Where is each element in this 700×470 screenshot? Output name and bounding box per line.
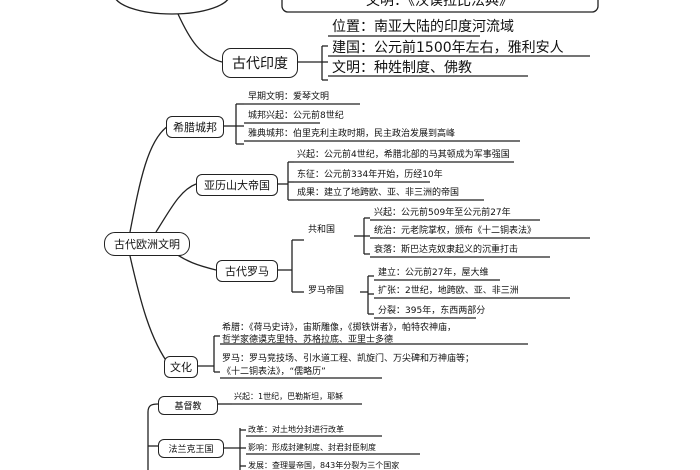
greece-item-athens: 雅典城邦：伯里克利主政时期，民主政治发展到高峰 xyxy=(248,130,455,139)
republic-item-rule-prefix: 统治： xyxy=(374,226,402,236)
alexander-item-rise-text: 公元前4世纪，希腊北部的马其顿成为军事强国 xyxy=(324,150,510,160)
india-item-founding-prefix: 建国： xyxy=(332,40,374,56)
empire-item-split-prefix: 分裂： xyxy=(378,306,406,316)
india-item-founding: 建国：公元前1500年左右，雅利安人 xyxy=(332,41,564,55)
republic-item-decline-text: 斯巴达克奴隶起义的沉重打击 xyxy=(401,245,519,255)
greece-item-athens-prefix: 雅典城邦： xyxy=(248,129,294,139)
republic-item-rule-text: 元老院掌权，颁布《十二铜表法》 xyxy=(401,226,537,236)
alexander-item-east-prefix: 东征： xyxy=(297,170,325,180)
alexander-label: 亚历山大帝国 xyxy=(204,179,270,192)
christianity-label: 基督教 xyxy=(174,402,202,412)
culture-greek-line1: 希腊：《荷马史诗》，宙斯雕像，《掷铁饼者》，帕特农神庙， xyxy=(222,323,457,333)
alexander-item-rise-prefix: 兴起： xyxy=(297,150,325,160)
india-item-civilization: 文明：种姓制度、佛教 xyxy=(332,61,472,75)
frankish-node: 法兰克王国 xyxy=(158,439,224,458)
culture-node: 文化 xyxy=(164,356,198,378)
india-item-location-prefix: 位置： xyxy=(332,19,374,35)
republic-item-decline: 衰落：斯巴达克奴隶起义的沉重打击 xyxy=(374,246,518,255)
alexander-item-east-text: 公元前334年开始，历经10年 xyxy=(324,170,443,180)
culture-roman-line2: 《十二铜表法》，“儒略历” xyxy=(222,367,326,377)
greece-item-early: 早期文明：爱琴文明 xyxy=(248,93,329,102)
top-civilization-item: 文明：《汉谟拉比法典》 xyxy=(366,0,513,9)
rome-node: 古代罗马 xyxy=(216,260,278,282)
europe-root-node: 古代欧洲文明 xyxy=(104,232,190,256)
culture-roman-line1: 罗马：罗马竞技场、引水道工程、凯旋门、万尖碑和万神庙等； xyxy=(222,354,475,364)
india-item-founding-text: 公元前1500年左右，雅利安人 xyxy=(374,40,564,56)
empire-item-expansion-prefix: 扩张： xyxy=(378,286,406,296)
india-item-civilization-text: 种姓制度、佛教 xyxy=(374,60,472,76)
republic-item-rise-text: 公元前509年至公元前27年 xyxy=(401,208,511,218)
greece-item-rise: 城邦兴起：公元前8世纪 xyxy=(248,112,344,121)
empire-item-founding-text: 公元前27年，屋大维 xyxy=(405,268,489,278)
frankish-item-impact: 影响：形成封建制度、封君封臣制度 xyxy=(248,443,376,452)
republic-label: 共和国 xyxy=(308,225,336,235)
empire-item-expansion: 扩张：2世纪，地跨欧、亚、非三洲 xyxy=(378,287,519,296)
greece-item-early-text: 爱琴文明 xyxy=(293,92,330,102)
alexander-item-rise: 兴起：公元前4世纪，希腊北部的马其顿成为军事强国 xyxy=(297,151,510,160)
europe-root-label: 古代欧洲文明 xyxy=(114,238,180,251)
india-label: 古代印度 xyxy=(232,56,288,72)
culture-greek-line2: 哲学家德谟克里特、苏格拉底、亚里士多德 xyxy=(222,335,394,345)
alexander-node: 亚历山大帝国 xyxy=(196,174,278,196)
empire-item-expansion-text: 2世纪，地跨欧、亚、非三洲 xyxy=(405,286,519,296)
culture-label: 文化 xyxy=(170,361,192,374)
empire-item-founding-prefix: 建立： xyxy=(378,268,406,278)
rome-label: 古代罗马 xyxy=(225,265,269,278)
empire-item-founding: 建立：公元前27年，屋大维 xyxy=(378,269,488,278)
greece-label: 希腊城邦 xyxy=(173,121,217,134)
greece-item-athens-text: 伯里克利主政时期，民主政治发展到高峰 xyxy=(293,129,456,139)
empire-item-split: 分裂：395年，东西两部分 xyxy=(378,307,485,316)
frankish-item-development: 发展：查理曼帝国，843年分裂为三个国家 xyxy=(248,461,400,470)
republic-item-decline-prefix: 衰落： xyxy=(374,245,402,255)
alexander-item-result-prefix: 成果： xyxy=(297,188,325,198)
republic-item-rise-prefix: 兴起： xyxy=(374,208,402,218)
christianity-node: 基督教 xyxy=(158,396,218,415)
empire-label: 罗马帝国 xyxy=(308,286,345,296)
alexander-item-result: 成果：建立了地跨欧、亚、非三洲的帝国 xyxy=(297,189,459,198)
alexander-item-east: 东征：公元前334年开始，历经10年 xyxy=(297,171,443,180)
greece-item-early-prefix: 早期文明： xyxy=(248,92,294,102)
india-item-location: 位置：南亚大陆的印度河流域 xyxy=(332,20,514,34)
frankish-item-reform: 改革：对土地分封进行改革 xyxy=(248,425,344,434)
greece-node: 希腊城邦 xyxy=(166,116,224,138)
india-item-civilization-prefix: 文明： xyxy=(332,60,374,76)
frankish-label: 法兰克王国 xyxy=(168,445,214,455)
greece-item-rise-text: 公元前8世纪 xyxy=(293,111,344,121)
india-node: 古代印度 xyxy=(222,48,298,78)
greece-item-rise-prefix: 城邦兴起： xyxy=(248,111,294,121)
alexander-item-result-text: 建立了地跨欧、亚、非三洲的帝国 xyxy=(324,188,460,198)
republic-item-rule: 统治：元老院掌权，颁布《十二铜表法》 xyxy=(374,227,536,236)
republic-item-rise: 兴起：公元前509年至公元前27年 xyxy=(374,209,511,218)
empire-item-split-text: 395年，东西两部分 xyxy=(405,306,486,316)
india-item-location-text: 南亚大陆的印度河流域 xyxy=(374,19,514,35)
christianity-item: 兴起：1世纪，巴勒斯坦，耶稣 xyxy=(234,392,344,401)
